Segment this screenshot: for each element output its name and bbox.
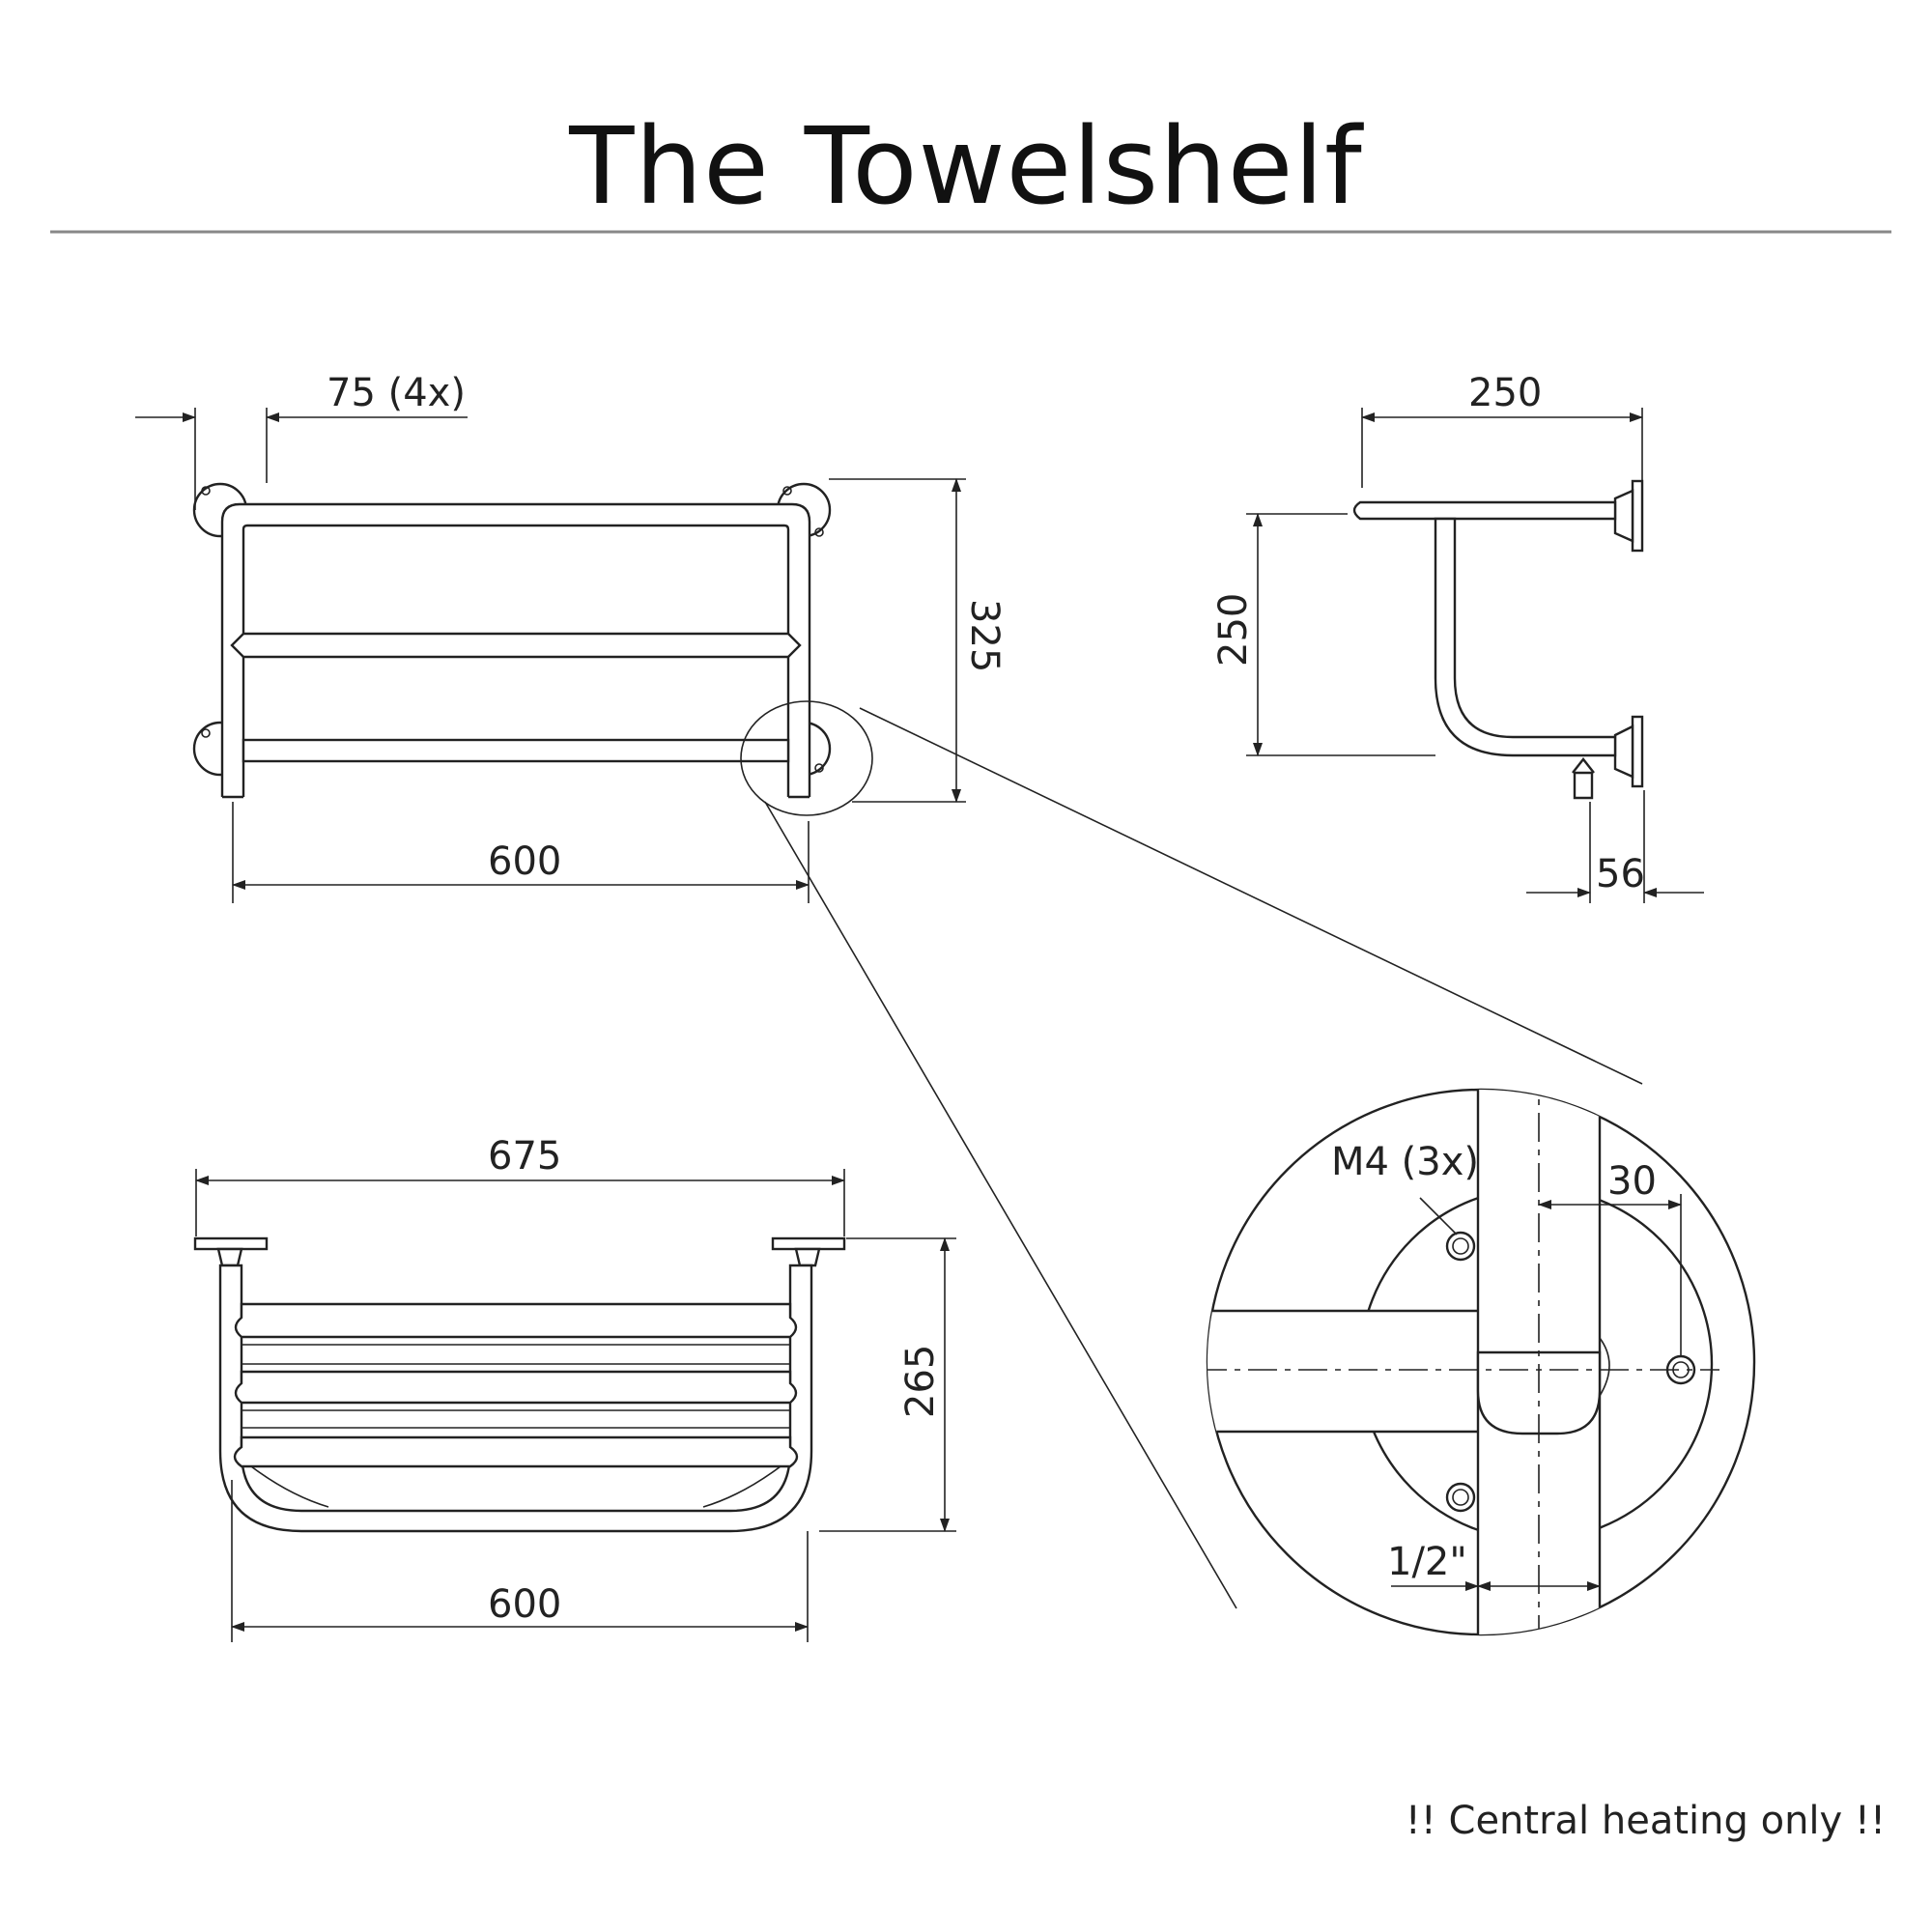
dim-top-width: 600 (488, 1582, 561, 1627)
top-view: 675 265 600 (193, 1134, 956, 1642)
warning-note: !! Central heating only !! (1405, 1799, 1886, 1843)
dim-front-spacing: 75 (4x) (327, 371, 466, 415)
dim-side-height: 250 (1211, 593, 1256, 667)
detail-view: M4 (3x) 30 1/2" (1206, 1088, 1756, 1636)
dim-top-overall: 675 (488, 1134, 561, 1179)
dim-detail-thread: M4 (3x) (1331, 1140, 1479, 1184)
dim-detail-offset: 30 (1607, 1159, 1657, 1204)
side-view: 250 250 56 (1211, 371, 1704, 903)
drawing-title: The Towelshelf (569, 104, 1363, 228)
dim-front-width: 600 (488, 839, 561, 884)
front-view: 75 (4x) 325 600 (135, 371, 1643, 1609)
dim-side-offset: 56 (1596, 852, 1645, 896)
dim-top-height: 265 (898, 1345, 943, 1418)
dim-front-height: 325 (962, 599, 1007, 672)
dim-side-depth: 250 (1468, 371, 1542, 415)
dim-detail-pipe: 1/2" (1387, 1540, 1467, 1584)
